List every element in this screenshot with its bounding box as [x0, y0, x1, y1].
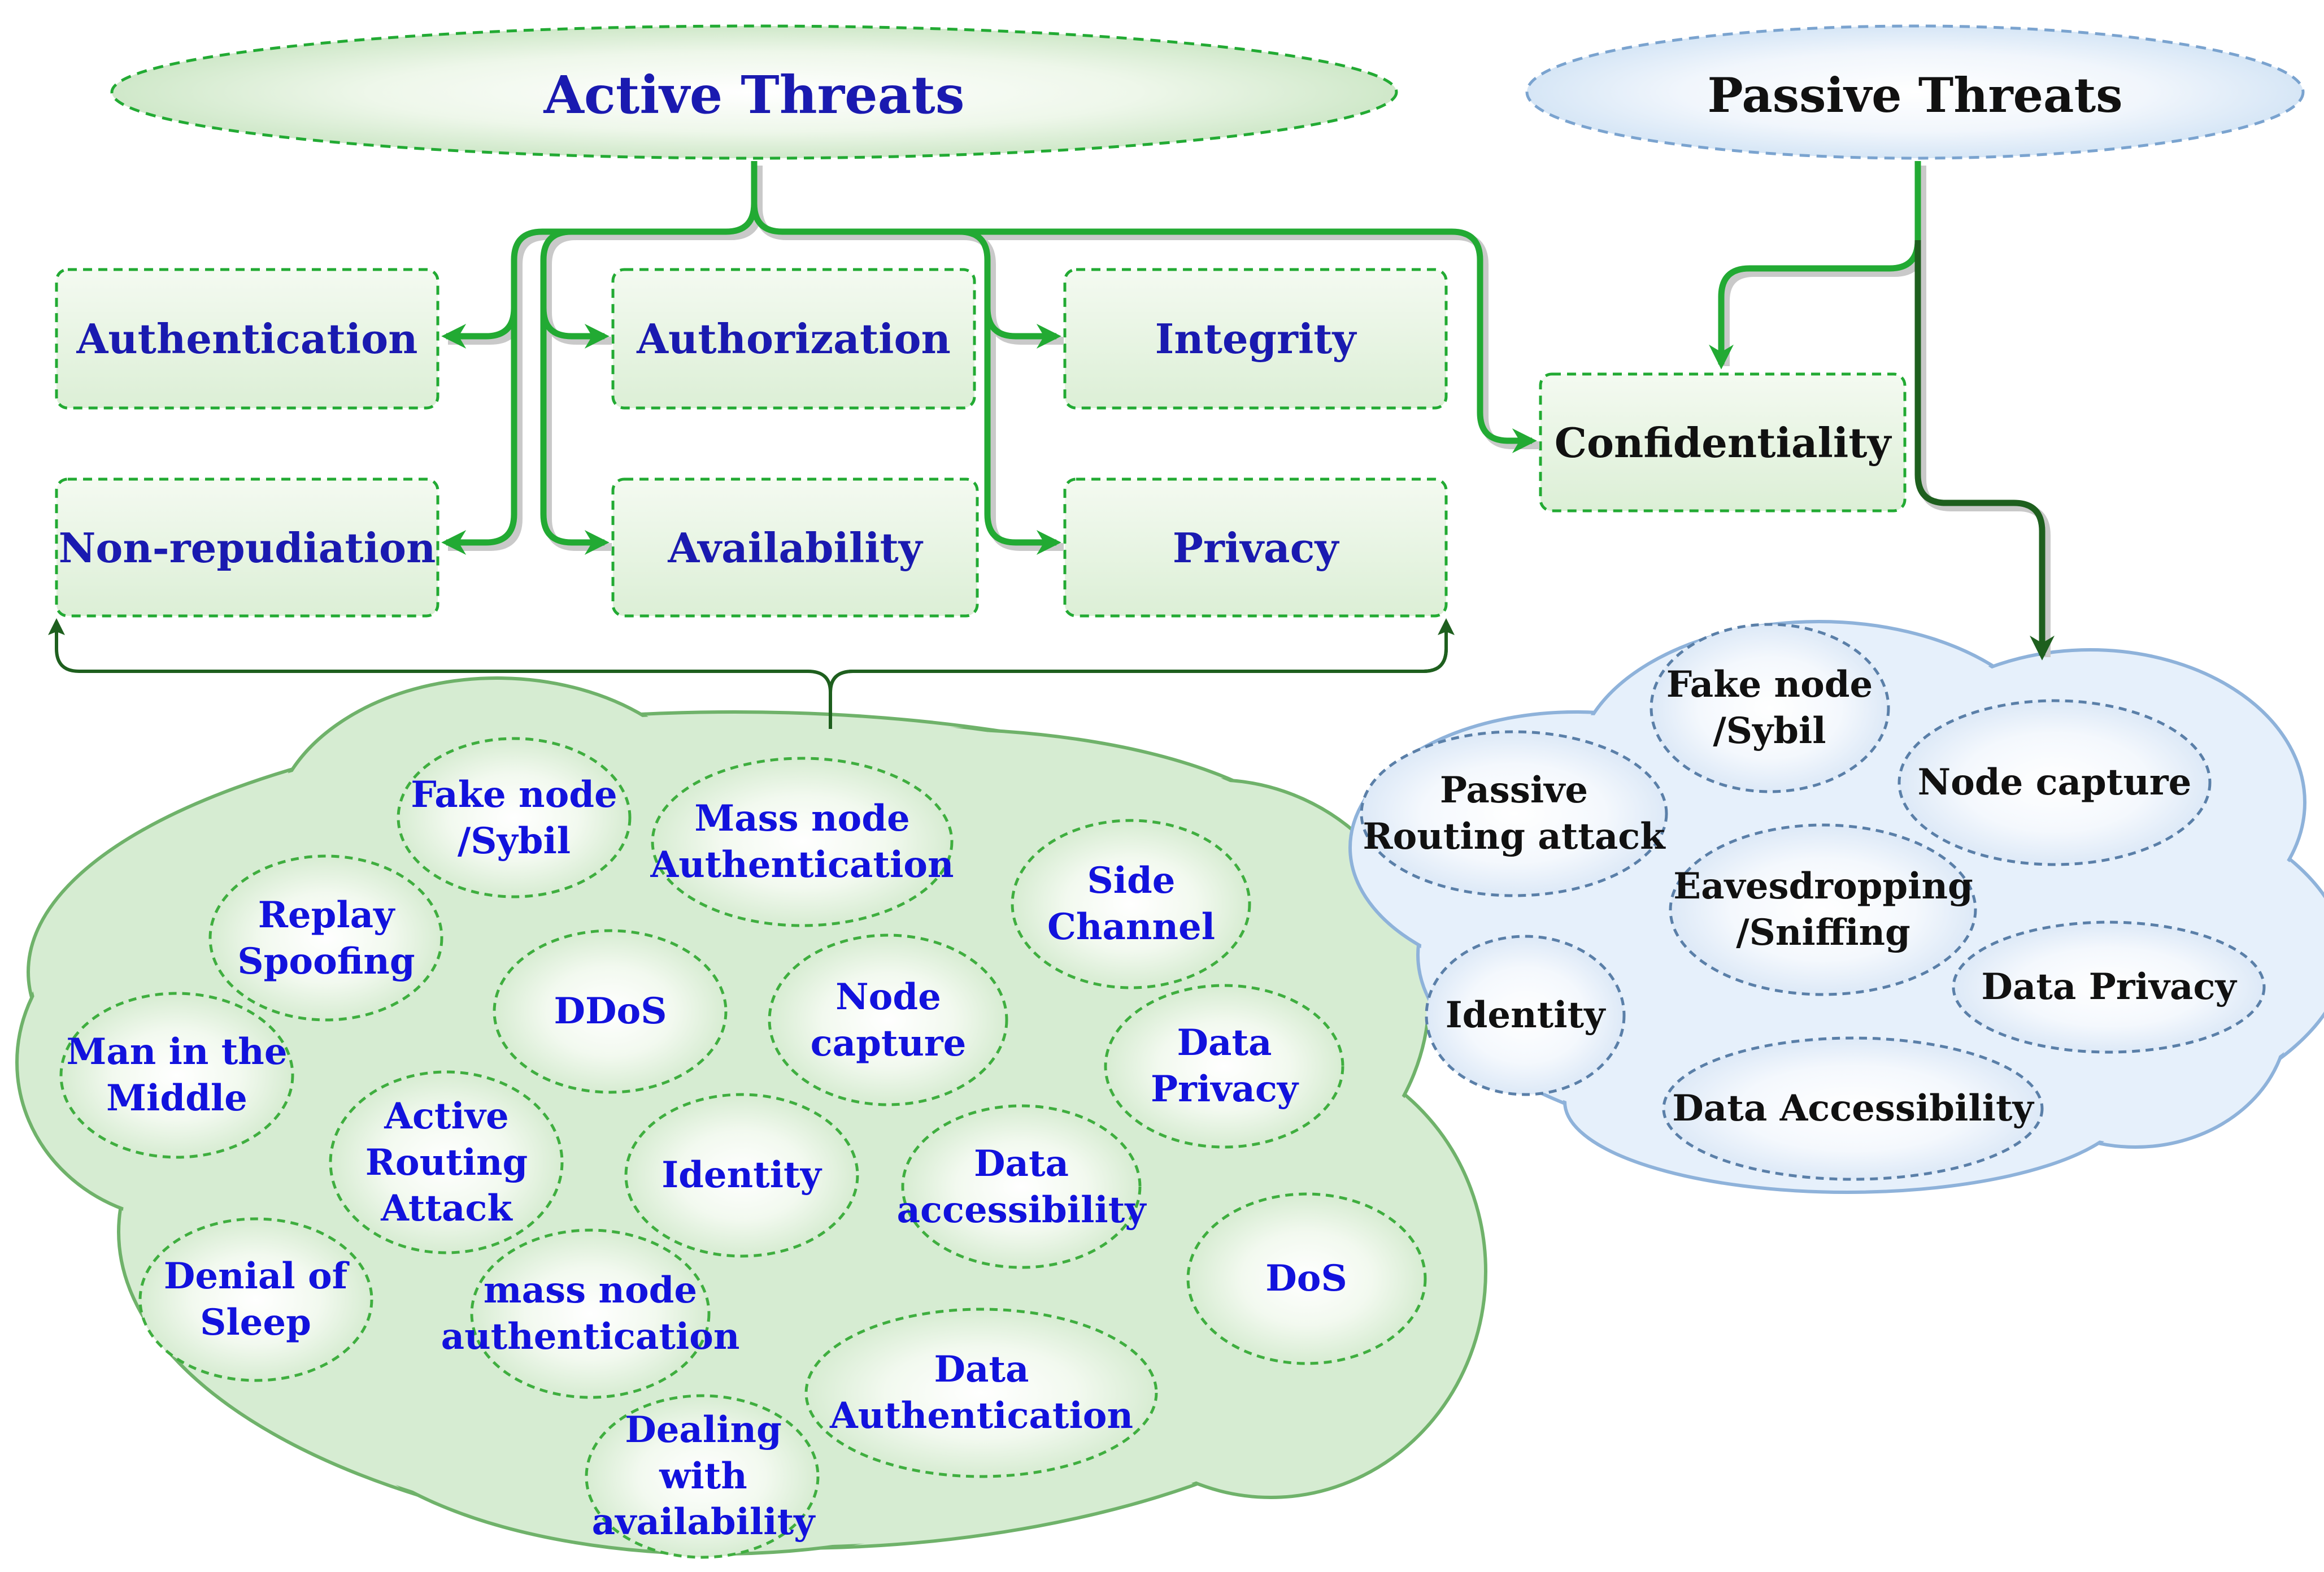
active-threats-ellipse	[110, 24, 1398, 160]
ddos-label: DDoS	[554, 990, 667, 1033]
node-capture-label: Node capture	[810, 975, 967, 1065]
availability-label: Availability	[668, 523, 922, 572]
passive-routing-attack-label: Passive Routing attack	[1363, 768, 1665, 858]
denial-of-sleep-label: Denial of Sleep	[163, 1255, 348, 1344]
identity-bubble	[624, 1093, 859, 1258]
passive-data-privacy-label: Data Privacy	[1981, 966, 2236, 1009]
active-connectors	[441, 161, 1537, 555]
passive-data-accessibility-label: Data Accessibility	[1672, 1087, 2034, 1130]
privacy-box	[1063, 477, 1448, 618]
replay-spoofing-bubble	[208, 854, 443, 1022]
side-channel-bubble	[1011, 819, 1251, 989]
passive-node-capture-label: Node capture	[1917, 761, 2192, 804]
authorization-label: Authorization	[637, 315, 951, 363]
passive-to-cloud-connector	[1914, 240, 2055, 661]
authentication-box	[55, 268, 439, 410]
data-accessibility-bubble	[901, 1104, 1142, 1269]
passive-routing-attack-bubble	[1360, 730, 1668, 897]
active-routing-attack-bubble	[329, 1070, 564, 1254]
mass-node-authentication-label: Mass node Authentication	[650, 797, 954, 886]
confidentiality-label: Confidentiality	[1554, 418, 1891, 467]
availability-box	[611, 477, 979, 618]
eavesdropping-bubble	[1669, 823, 1977, 996]
identity-label: Identity	[661, 1154, 821, 1197]
data-privacy-bubble	[1104, 984, 1344, 1149]
replay-spoofing-label: Replay Spoofing	[237, 893, 415, 983]
man-in-the-middle-bubble	[59, 992, 294, 1159]
eavesdropping-label: Eavesdropping /Sniffing	[1673, 865, 1973, 954]
confidentiality-box	[1539, 372, 1907, 513]
passive-threats-ellipse	[1525, 24, 2305, 160]
active-routing-attack-label: Active Routing Attack	[365, 1095, 528, 1230]
integrity-box	[1063, 268, 1448, 410]
authorization-box	[611, 268, 976, 410]
passive-data-privacy-bubble	[1952, 920, 2266, 1054]
integrity-label: Integrity	[1155, 315, 1356, 363]
dealing-with-availability-label: Dealing with availability	[591, 1408, 815, 1544]
denial-of-sleep-bubble	[138, 1217, 373, 1382]
passive-data-accessibility-bubble	[1662, 1036, 2044, 1181]
non-repudiation-box	[55, 477, 439, 618]
passive-threats-title: Passive Threats	[1707, 67, 2123, 123]
dealing-with-availability-bubble	[585, 1394, 820, 1559]
fake-node-bubble	[397, 737, 632, 898]
passive-identity-label: Identity	[1445, 994, 1605, 1037]
authentication-label: Authentication	[76, 315, 418, 363]
mass-node-authentication-lower-label: mass node authentication	[441, 1269, 740, 1358]
passive-node-capture-bubble	[1898, 699, 2212, 866]
passive-identity-bubble	[1425, 935, 1626, 1096]
passive-fake-node-bubble	[1650, 623, 1890, 793]
active-threats-title: Active Threats	[543, 64, 965, 125]
mass-node-authentication-lower-bubble	[470, 1228, 711, 1399]
non-repudiation-label: Non-repudiation	[58, 523, 436, 572]
data-accessibility-label: Data accessibility	[896, 1142, 1146, 1231]
side-channel-label: Side Channel	[1047, 859, 1216, 948]
data-authentication-label: Data Authentication	[830, 1348, 1133, 1437]
man-in-the-middle-label: Man in the Middle	[66, 1030, 288, 1119]
dos-bubble	[1186, 1192, 1427, 1365]
mass-node-authentication-bubble	[651, 757, 954, 927]
fake-node-label: Fake node /Sybil	[411, 773, 617, 862]
dos-label: DoS	[1265, 1257, 1347, 1300]
passive-fake-node-label: Fake node /Sybil	[1666, 663, 1873, 752]
privacy-label: Privacy	[1172, 523, 1339, 572]
data-privacy-label: Data Privacy	[1151, 1022, 1298, 1110]
data-authentication-bubble	[804, 1308, 1158, 1478]
ddos-bubble	[493, 929, 728, 1094]
node-capture-bubble	[768, 933, 1008, 1106]
